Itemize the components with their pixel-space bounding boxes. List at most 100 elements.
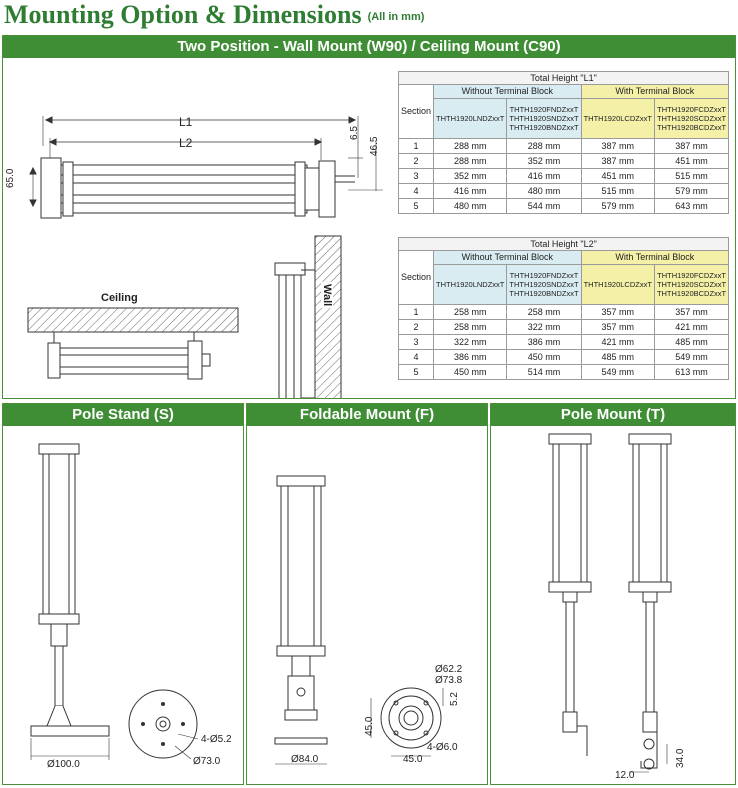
table-cell: 1 (397, 138, 435, 154)
dim-34: 34.0 (675, 748, 686, 768)
table-cell: 2 (397, 319, 435, 335)
pole-stand-panel: Pole Stand (S) Ø100.0 4-Ø5.2 Ø73.0 (2, 403, 244, 785)
table-l2: Total Height "L2" Section Without Termin… (397, 237, 730, 380)
table-l2-section-header: Section (397, 250, 435, 305)
table-cell: 288 mm (506, 138, 582, 154)
table-cell: 4 (397, 183, 435, 199)
wall-ceiling-drawing (27, 116, 383, 398)
table-cell: 451 mm (653, 153, 730, 169)
table-cell: 549 mm (580, 364, 655, 380)
dim-4-d5-2: 4-Ø5.2 (201, 734, 232, 745)
pole-stand-drawing (30, 443, 199, 760)
table-cell: 579 mm (653, 183, 730, 199)
dim-5-2: 5.2 (449, 692, 460, 706)
pole-mount-panel: Pole Mount (T) 12.0 34.0 (490, 403, 736, 785)
table-cell: 357 mm (580, 319, 655, 335)
table-cell: 515 mm (653, 168, 730, 184)
table-cell: 3 (397, 334, 435, 350)
pole-mount-drawing (548, 433, 672, 773)
table-cell: 258 mm (506, 304, 582, 320)
table-l1-model: THTH1920FCDZxxT (657, 105, 726, 114)
table-l2-model: THTH1920FCDZxxT (657, 271, 726, 280)
table-cell: 485 mm (580, 349, 655, 365)
table-cell: 4 (397, 349, 435, 365)
table-cell: 2 (397, 153, 435, 169)
table-cell: 1 (397, 304, 435, 320)
table-l1-model: THTH1920FNDZxxT (509, 105, 579, 114)
table-cell: 387 mm (580, 153, 655, 169)
dim-d73-8: Ø73.8 (435, 675, 463, 686)
ceiling-label: Ceiling (99, 292, 140, 304)
table-cell: 416 mm (506, 168, 582, 184)
title-text: Mounting Option & Dimensions (4, 0, 362, 29)
dim-65: 65.0 (5, 168, 16, 188)
table-cell: 387 mm (653, 138, 730, 154)
table-l2-model: THTH1920BNDZxxT (509, 289, 579, 298)
table-cell: 258 mm (433, 304, 508, 320)
table-l2-model: THTH1920BCDZxxT (656, 289, 727, 298)
dim-d100: Ø100.0 (47, 759, 80, 770)
title-units: (All in mm) (367, 11, 425, 24)
table-cell: 643 mm (653, 198, 730, 214)
dim-4-d6: 4-Ø6.0 (427, 742, 458, 753)
table-l2-model: THTH1920SNDZxxT (509, 280, 579, 289)
foldable-header: Foldable Mount (F) (247, 404, 487, 426)
dim-45-horizontal: 45.0 (403, 754, 423, 765)
table-l1-model: THTH1920LCDZxxT (580, 98, 655, 139)
table-cell: 421 mm (580, 334, 655, 350)
table-cell: 549 mm (653, 349, 730, 365)
table-l2-model: THTH1920LNDZxxT (433, 264, 508, 305)
table-cell: 3 (397, 168, 435, 184)
table-l2-caption: Total Height "L2" (397, 237, 730, 251)
dim-l2: L2 (179, 136, 193, 150)
table-l1-model: THTH1920SCDZxxT (656, 114, 727, 123)
dim-l1: L1 (179, 115, 193, 129)
pole-mount-header: Pole Mount (T) (491, 404, 735, 426)
wall-panel-header: Two Position - Wall Mount (W90) / Ceilin… (3, 36, 735, 58)
table-l1-caption: Total Height "L1" (397, 71, 730, 85)
table-l1-model: THTH1920BCDZxxT (656, 123, 727, 132)
table-cell: 352 mm (433, 168, 508, 184)
table-cell: 5 (397, 198, 435, 214)
table-l1: Total Height "L1" Section Without Termin… (397, 71, 730, 214)
table-cell: 613 mm (653, 364, 730, 380)
dim-46-5: 46.5 (369, 136, 380, 156)
dim-d73: Ø73.0 (193, 756, 221, 767)
table-l2-model: THTH1920LCDZxxT (580, 264, 655, 305)
table-cell: 352 mm (506, 153, 582, 169)
table-cell: 322 mm (506, 319, 582, 335)
table-cell: 416 mm (433, 183, 508, 199)
table-cell: 357 mm (653, 304, 730, 320)
table-cell: 288 mm (433, 153, 508, 169)
table-cell: 480 mm (433, 198, 508, 214)
table-l1-without: Without Terminal Block (433, 84, 582, 99)
foldable-panel: Foldable Mount (F) Ø84.0 Ø62.2 Ø73.8 5.2… (246, 403, 488, 785)
dim-45-vertical: 45.0 (364, 716, 375, 736)
dim-6-5: 6.5 (349, 126, 360, 140)
table-cell: 450 mm (506, 349, 582, 365)
page-title: Mounting Option & Dimensions (All in mm) (4, 0, 424, 32)
table-cell: 450 mm (433, 364, 508, 380)
table-cell: 451 mm (580, 168, 655, 184)
table-cell: 480 mm (506, 183, 582, 199)
table-l1-with: With Terminal Block (580, 84, 730, 99)
table-l2-model: THTH1920FNDZxxT (509, 271, 579, 280)
table-cell: 387 mm (580, 138, 655, 154)
table-l2-with: With Terminal Block (580, 250, 730, 265)
table-cell: 485 mm (653, 334, 730, 350)
table-cell: 5 (397, 364, 435, 380)
table-l2-without: Without Terminal Block (433, 250, 582, 265)
table-cell: 515 mm (580, 183, 655, 199)
table-cell: 421 mm (653, 319, 730, 335)
table-cell: 288 mm (433, 138, 508, 154)
dim-12: 12.0 (615, 770, 635, 781)
